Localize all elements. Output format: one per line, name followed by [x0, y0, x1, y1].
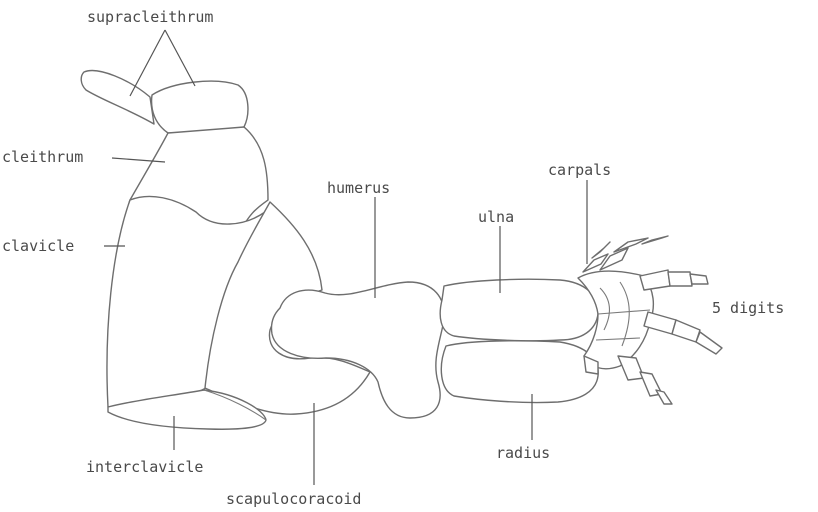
label-interclavicle: interclavicle — [86, 458, 203, 476]
digit-4 — [644, 312, 722, 354]
label-clavicle: clavicle — [2, 237, 74, 255]
digit-3 — [640, 270, 708, 290]
label-cleithrum: cleithrum — [2, 148, 83, 166]
label-5-digits: 5 digits — [712, 299, 784, 317]
supracleithrum-right-bone — [152, 81, 248, 133]
label-supracleithrum: supracleithrum — [87, 8, 213, 26]
label-carpals: carpals — [548, 161, 611, 179]
radius-bone — [441, 341, 598, 403]
label-ulna: ulna — [478, 208, 514, 226]
digit-2 — [600, 236, 668, 270]
supracleithrum-left-bone — [81, 71, 154, 124]
ulna-bone — [440, 279, 598, 341]
label-humerus: humerus — [327, 179, 390, 197]
label-scapulocoracoid: scapulocoracoid — [226, 490, 361, 508]
label-radius: radius — [496, 444, 550, 462]
